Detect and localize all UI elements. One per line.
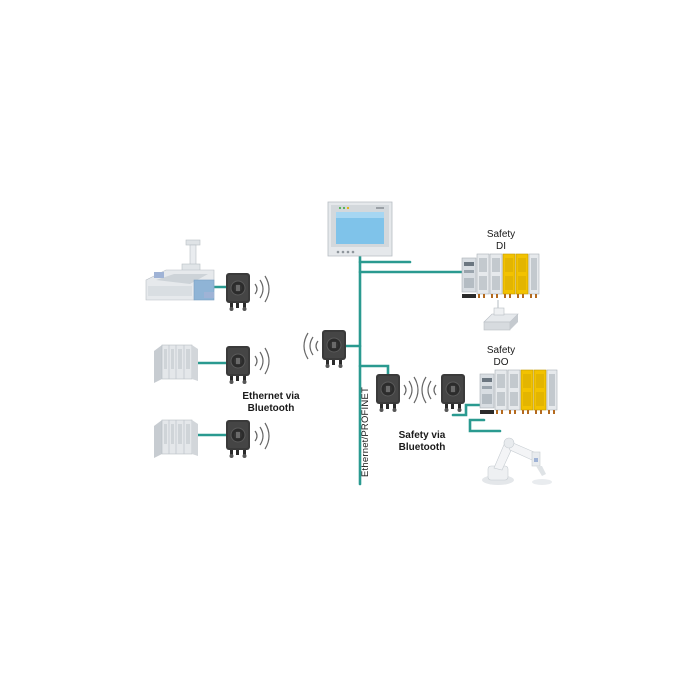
safety-bluetooth-label-line2: Bluetooth — [398, 442, 446, 453]
io-station-icon — [461, 253, 540, 299]
machine-station — [145, 239, 270, 312]
safety-do-label-line2: DO — [493, 357, 509, 368]
network-label: Ethernet/PROFINET — [360, 387, 371, 477]
ethernet-bluetooth-label: Ethernet via Bluetooth — [228, 391, 314, 415]
touch-panel-icon — [327, 201, 393, 257]
bluetooth-module-icon — [225, 272, 251, 312]
wireless-waves-icon — [303, 332, 319, 360]
io-station-icon — [479, 369, 558, 415]
ethernet-bluetooth-label-line1: Ethernet via — [242, 391, 300, 402]
safety-do-station — [479, 369, 558, 485]
safety-bluetooth-pair — [375, 373, 466, 413]
bluetooth-module-icon — [321, 329, 347, 369]
safety-di-label-line2: DI — [496, 241, 506, 252]
safety-bluetooth-label: Safety via Bluetooth — [382, 430, 462, 454]
safety-sensor-icon — [483, 300, 519, 331]
bluetooth-module-icon — [225, 419, 251, 459]
safety-di-label-line1: Safety — [486, 229, 516, 240]
wireless-waves-icon — [421, 376, 437, 404]
robot-arm-icon — [482, 437, 552, 485]
do-robot-link-line — [468, 418, 502, 433]
wireless-waves-icon — [403, 376, 419, 404]
bluetooth-module-icon — [225, 345, 251, 385]
safety-do-label-line1: Safety — [486, 345, 516, 356]
safety-di-label: Safety DI — [476, 229, 526, 253]
controller-cabinet-icon — [153, 344, 199, 384]
controller-station-2 — [153, 419, 270, 459]
wireless-waves-icon — [254, 275, 270, 303]
network-lines — [194, 250, 502, 486]
controller-station-1 — [153, 344, 270, 385]
wireless-waves-icon — [254, 422, 270, 450]
safety-do-link-line — [451, 403, 486, 417]
controller-cabinet-icon — [153, 419, 199, 459]
machine-icon — [145, 239, 215, 301]
safety-module-link-line — [358, 364, 390, 379]
safety-bluetooth-label-line1: Safety via — [398, 430, 446, 441]
safety-do-label: Safety DO — [476, 345, 526, 369]
bluetooth-module-icon — [440, 373, 466, 413]
center-bluetooth-module — [303, 329, 347, 369]
bluetooth-module-icon — [375, 373, 401, 413]
ethernet-bluetooth-label-line2: Bluetooth — [247, 403, 295, 414]
wireless-waves-icon — [254, 347, 270, 375]
safety-di-station — [461, 253, 540, 331]
